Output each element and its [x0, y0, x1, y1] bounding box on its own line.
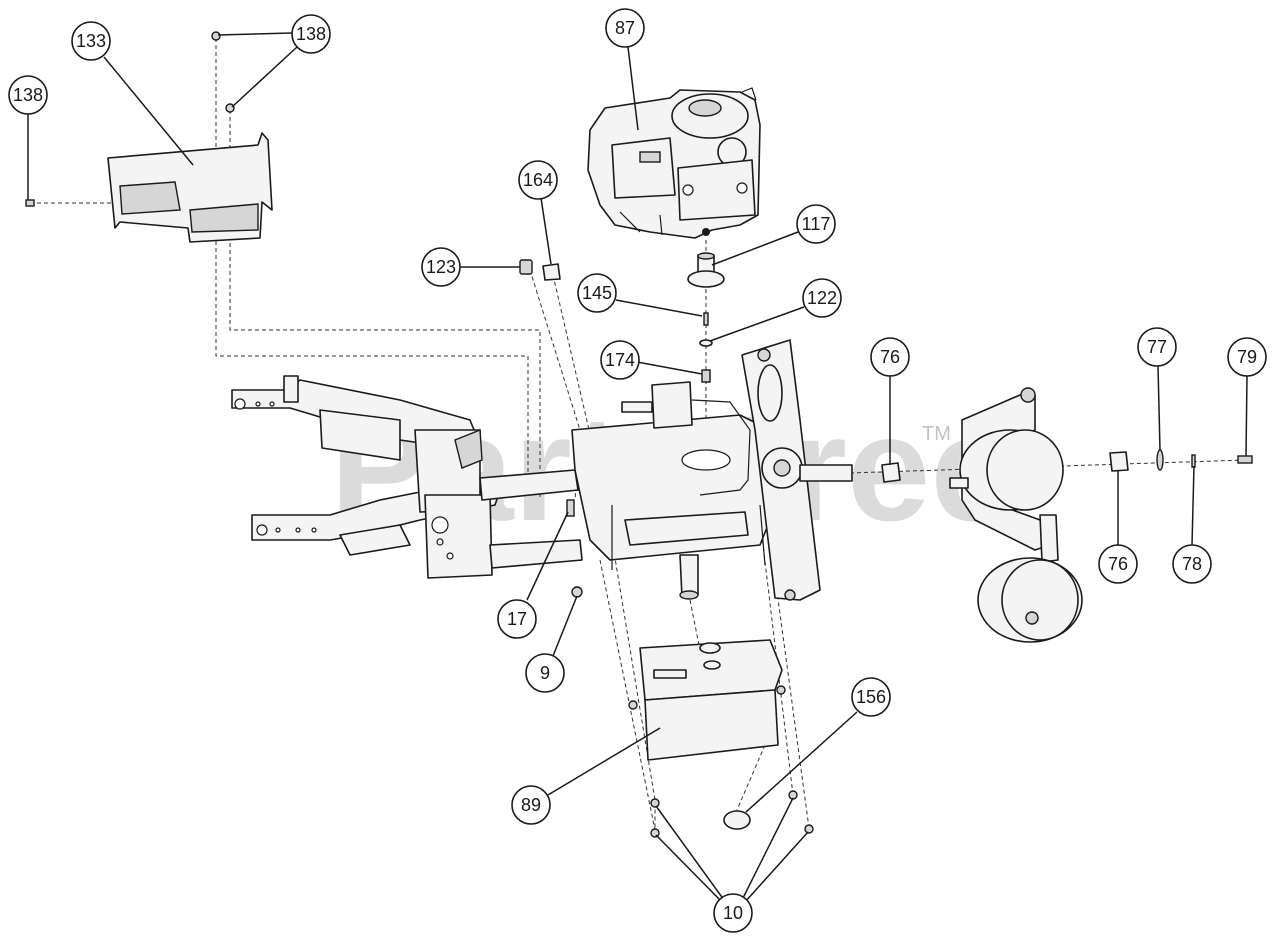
callout-117: 117 [796, 204, 836, 244]
main-frame [231, 375, 771, 600]
engine-pulley [687, 252, 725, 288]
callout-77-label: 77 [1147, 337, 1167, 357]
callout-87-label: 87 [615, 18, 635, 38]
callout-156: 156 [851, 677, 891, 717]
callout-76-bottom: 76 [1098, 544, 1138, 584]
callout-122: 122 [802, 278, 842, 318]
callout-89-label: 89 [521, 795, 541, 815]
washer-78 [1191, 454, 1196, 468]
nut-10-a [650, 798, 660, 808]
leader-lines [27, 32, 1248, 903]
engine-cover [107, 132, 273, 243]
front-axle [741, 339, 853, 601]
callout-9: 9 [525, 653, 565, 693]
callout-79-label: 79 [1237, 347, 1257, 367]
callout-78: 78 [1172, 544, 1212, 584]
oring-156 [723, 810, 751, 830]
callout-145-label: 145 [582, 283, 612, 303]
callout-79: 79 [1227, 337, 1267, 377]
callout-138-left: 138 [8, 75, 48, 115]
callout-123: 123 [421, 247, 461, 287]
callout-164: 164 [518, 160, 558, 200]
callout-117-label: 117 [802, 214, 831, 234]
callout-17: 17 [497, 599, 537, 639]
screw-138-top-b [225, 103, 235, 113]
callout-174-label: 174 [605, 350, 635, 370]
washer-122 [699, 339, 713, 347]
callout-138-top-label: 138 [296, 24, 326, 44]
callout-156-label: 156 [856, 687, 886, 707]
nut-10-d [804, 824, 814, 834]
callout-133: 133 [71, 21, 111, 61]
callout-76-top-label: 76 [880, 347, 900, 367]
caster-wheel-assembly [949, 387, 1083, 643]
pad-164 [542, 263, 561, 281]
engine [587, 87, 761, 239]
nut-10-c [788, 790, 798, 800]
callout-123-label: 123 [426, 257, 456, 277]
callout-10-label: 10 [723, 903, 743, 923]
callout-76-top: 76 [870, 337, 910, 377]
callout-138-left-label: 138 [13, 85, 43, 105]
callout-10: 10 [713, 893, 753, 933]
watermark-trademark: TM [922, 423, 951, 445]
spacer-76-right [1109, 451, 1129, 472]
spacer-76-left [881, 462, 901, 483]
screw-138-left [25, 199, 35, 207]
bolt-174 [701, 369, 711, 383]
callout-9-label: 9 [540, 663, 550, 683]
hydraulic-tank [628, 639, 786, 761]
nut-9 [571, 586, 583, 598]
callout-76-bottom-label: 76 [1108, 554, 1128, 574]
key-145 [703, 312, 709, 326]
callout-164-label: 164 [523, 170, 553, 190]
callout-145: 145 [577, 273, 617, 313]
callout-122-label: 122 [807, 288, 837, 308]
screw-138-top-a [211, 31, 221, 41]
bolt-17 [566, 499, 575, 517]
washer-77 [1156, 449, 1164, 471]
bushing-123 [519, 259, 533, 275]
pin-79 [1237, 455, 1253, 464]
callout-174: 174 [600, 340, 640, 380]
callout-17-label: 17 [507, 609, 527, 629]
callout-138-top: 138 [291, 14, 331, 54]
callout-133-label: 133 [76, 31, 106, 51]
callout-77: 77 [1137, 327, 1177, 367]
callout-87: 87 [605, 8, 645, 48]
callout-89: 89 [511, 785, 551, 825]
callout-78-label: 78 [1182, 554, 1202, 574]
